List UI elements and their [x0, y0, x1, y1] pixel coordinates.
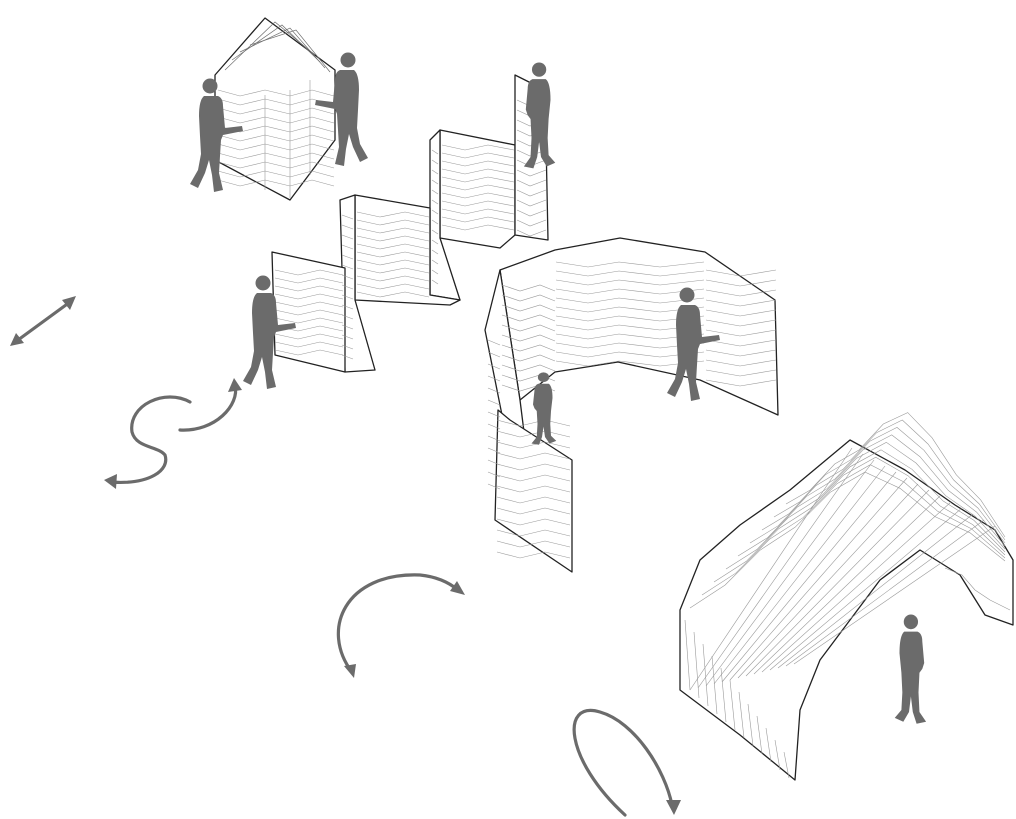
s-curve-arrow-icon: [104, 378, 242, 489]
vault-folded-arch: [680, 413, 1013, 780]
loop-arrow-icon: [574, 710, 681, 815]
fold-line: [488, 400, 500, 405]
arc-arrow-icon: [338, 575, 465, 678]
curved-folded-wall: [485, 238, 778, 572]
person-figure: [895, 614, 926, 723]
stacked-folded-pile: [215, 18, 335, 200]
translate-arrow-icon: [10, 296, 76, 346]
